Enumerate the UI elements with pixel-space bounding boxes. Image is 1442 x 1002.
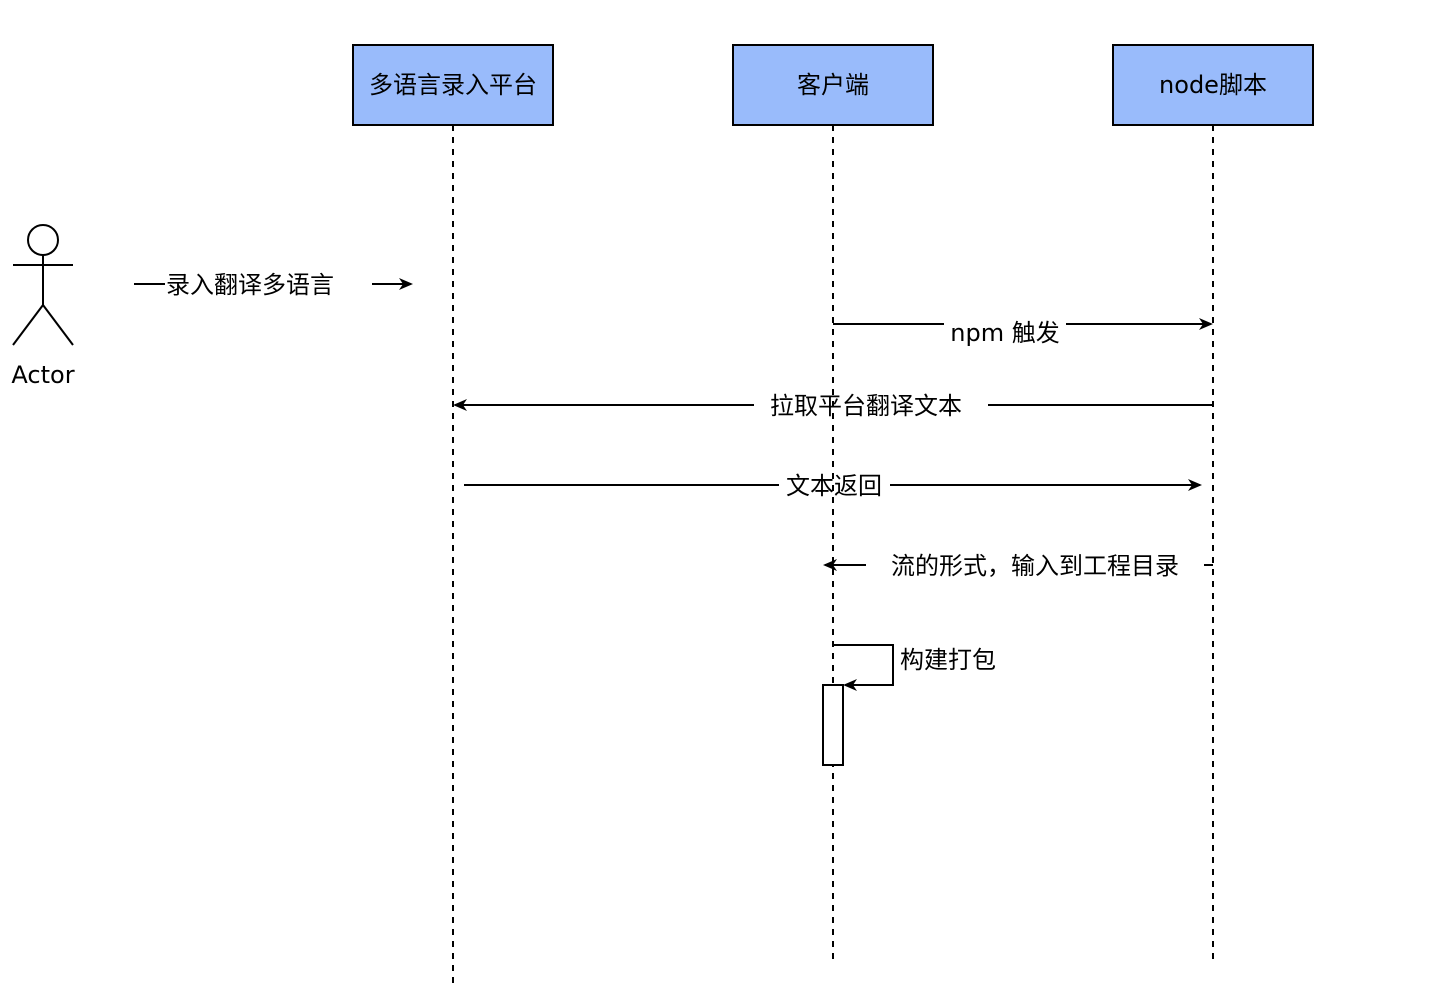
message-label: 构建打包 [900, 646, 996, 674]
message-label: 流的形式，输入到工程目录 [891, 552, 1179, 580]
participant-node[interactable]: node脚本 [1112, 44, 1314, 126]
participant-label: 多语言录入平台 [369, 71, 537, 99]
actor-label: Actor [11, 361, 74, 389]
actor[interactable]: Actor [11, 224, 75, 389]
message-input-translations[interactable]: 录入翻译多语言 [134, 271, 413, 299]
participant-client[interactable]: 客户端 [732, 44, 934, 126]
message-label: 录入翻译多语言 [166, 271, 334, 299]
message-text-returned[interactable]: 文本返回 [464, 472, 1202, 500]
participant-platform[interactable]: 多语言录入平台 [352, 44, 554, 126]
message-pull-translations[interactable]: 拉取平台翻译文本 [453, 392, 1213, 420]
activation-bar [822, 684, 844, 766]
actor-icon [12, 224, 74, 346]
message-label: npm 触发 [950, 319, 1059, 347]
participant-label: node脚本 [1159, 71, 1267, 99]
message-label: 文本返回 [786, 472, 882, 500]
message-build-package[interactable]: 构建打包 [833, 644, 996, 691]
message-label: 拉取平台翻译文本 [770, 392, 962, 420]
message-npm-trigger[interactable]: npm 触发 [833, 318, 1213, 347]
participant-label: 客户端 [797, 71, 869, 99]
message-stream-to-project[interactable]: 流的形式，输入到工程目录 [823, 552, 1213, 580]
